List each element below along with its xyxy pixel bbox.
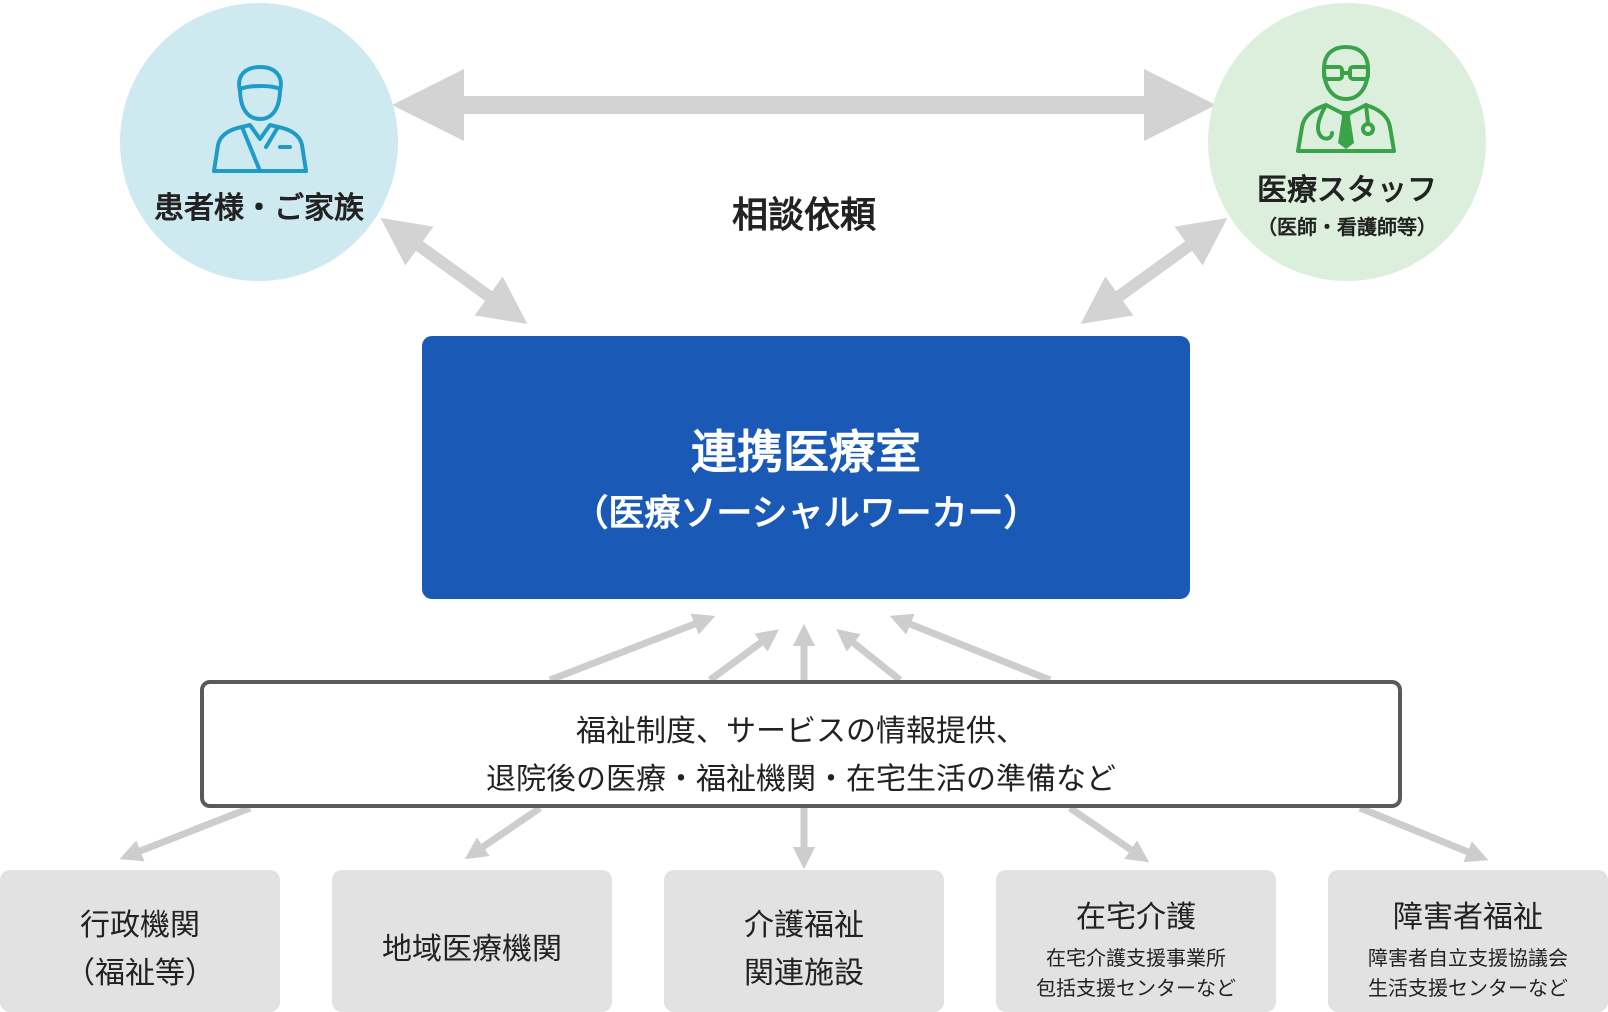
patient-node: 患者様・ご家族 xyxy=(120,3,398,281)
org-title-line2: （福祉等） xyxy=(65,956,215,991)
arrow-down-2 xyxy=(464,805,542,860)
liaison-office-box: 連携医療室 （医療ソーシャルワーカー） xyxy=(422,336,1190,599)
arrow-down-1 xyxy=(119,804,252,862)
org-box-home-care: 在宅介護 在宅介護支援事業所 包括支援センターなど xyxy=(996,870,1276,1012)
org-title: 行政機関 xyxy=(80,908,200,943)
medical-staff-label: 医療スタッフ xyxy=(1257,173,1437,208)
org-title: 地域医療機関 xyxy=(382,932,562,967)
org-sub-1: 在宅介護支援事業所 xyxy=(1046,946,1226,970)
org-sub-2: 生活支援センターなど xyxy=(1368,976,1568,1000)
services-line-1: 福祉制度、サービスの情報提供、 xyxy=(576,714,1026,749)
doctor-icon xyxy=(1296,45,1396,153)
consultation-request-label: 相談依頼 xyxy=(731,195,876,236)
org-box-administration: 行政機関 （福祉等） xyxy=(0,870,280,1012)
org-box-care-welfare: 介護福祉 関連施設 xyxy=(664,870,944,1012)
arrow-up-2 xyxy=(707,629,780,683)
services-line-2: 退院後の医療・福祉機関・在宅生活の準備など xyxy=(486,762,1116,797)
org-title: 介護福祉 xyxy=(744,908,864,943)
arrow-down-4 xyxy=(1068,805,1150,863)
liaison-office-subtitle: （医療ソーシャルワーカー） xyxy=(572,493,1040,534)
org-title: 在宅介護 xyxy=(1076,900,1196,935)
arrow-up-4 xyxy=(836,629,903,683)
org-sub-2: 包括支援センターなど xyxy=(1036,976,1236,1000)
medical-staff-node: 医療スタッフ （医師・看護師等） xyxy=(1208,3,1486,281)
arrow-patient-center xyxy=(380,217,528,325)
services-box: 福祉制度、サービスの情報提供、 退院後の医療・福祉機関・在宅生活の準備など xyxy=(200,680,1402,808)
liaison-office-title: 連携医療室 xyxy=(691,425,921,479)
org-sub-1: 障害者自立支援協議会 xyxy=(1368,946,1568,970)
org-box-regional-medical: 地域医療機関 xyxy=(332,870,612,1012)
arrow-up-1 xyxy=(548,613,716,684)
patient-icon xyxy=(212,65,308,173)
org-title-line2: 関連施設 xyxy=(744,956,864,991)
arrow-down-5 xyxy=(1358,804,1489,863)
arrow-up-5 xyxy=(889,613,1052,684)
patient-label: 患者様・ご家族 xyxy=(154,191,364,226)
org-title: 障害者福祉 xyxy=(1393,900,1543,935)
arrow-staff-center xyxy=(1080,217,1228,325)
org-box-disability-welfare: 障害者福祉 障害者自立支援協議会 生活支援センターなど xyxy=(1328,870,1608,1012)
medical-staff-sublabel: （医師・看護師等） xyxy=(1257,215,1437,239)
